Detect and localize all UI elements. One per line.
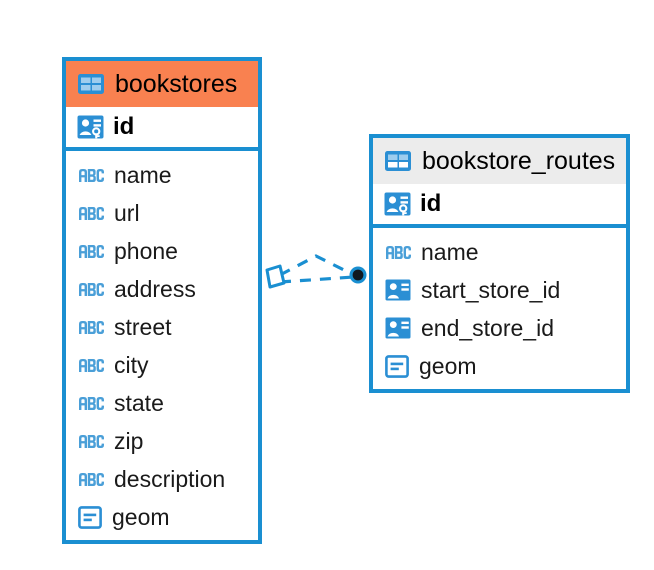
field-label: geom bbox=[419, 352, 477, 379]
abc-text-icon bbox=[78, 244, 104, 259]
field-row-geom[interactable]: geom bbox=[373, 347, 626, 385]
field-label: end_store_id bbox=[421, 314, 554, 341]
field-row-primary-key[interactable]: id bbox=[66, 107, 258, 151]
field-label: description bbox=[114, 465, 226, 492]
field-label: phone bbox=[114, 237, 178, 264]
foreign-key-icon bbox=[385, 317, 411, 339]
entity-bookstore-routes[interactable]: bookstore_routes id bbox=[369, 134, 630, 393]
entity-header-bookstore-routes[interactable]: bookstore_routes bbox=[373, 138, 626, 184]
field-label: state bbox=[114, 389, 164, 416]
foreign-key-icon bbox=[385, 279, 411, 301]
field-row-url[interactable]: url bbox=[66, 194, 258, 232]
field-row-street[interactable]: street bbox=[66, 308, 258, 346]
primary-key-icon bbox=[384, 191, 411, 217]
field-label: geom bbox=[112, 503, 170, 530]
field-list: name start_store_id bbox=[373, 228, 626, 389]
field-row-description[interactable]: description bbox=[66, 460, 258, 498]
entity-title: bookstore_routes bbox=[422, 146, 616, 175]
primary-key-icon bbox=[77, 114, 104, 140]
abc-text-icon bbox=[78, 472, 104, 487]
field-row-zip[interactable]: zip bbox=[66, 422, 258, 460]
abc-text-icon bbox=[78, 320, 104, 335]
field-label: city bbox=[114, 351, 149, 378]
field-row-city[interactable]: city bbox=[66, 346, 258, 384]
abc-text-icon bbox=[78, 282, 104, 297]
field-list: name url bbox=[66, 151, 258, 540]
geometry-icon bbox=[78, 505, 102, 529]
field-label: zip bbox=[114, 427, 144, 454]
field-label: address bbox=[114, 275, 196, 302]
abc-text-icon bbox=[78, 358, 104, 373]
field-row-start-store-id[interactable]: start_store_id bbox=[373, 271, 626, 309]
connector-line-lower bbox=[279, 275, 355, 284]
field-row-geom[interactable]: geom bbox=[66, 498, 258, 536]
abc-text-icon bbox=[78, 396, 104, 411]
entity-header-bookstores[interactable]: bookstores bbox=[66, 61, 258, 107]
entity-bookstores[interactable]: bookstores id bbox=[62, 57, 262, 544]
field-row-name[interactable]: name bbox=[66, 156, 258, 194]
field-label: name bbox=[114, 161, 172, 188]
relationship-connector[interactable] bbox=[258, 248, 373, 306]
field-label: start_store_id bbox=[421, 276, 561, 303]
field-row-phone[interactable]: phone bbox=[66, 232, 258, 270]
field-row-primary-key[interactable]: id bbox=[373, 184, 626, 228]
field-row-name[interactable]: name bbox=[373, 233, 626, 271]
diamond-marker bbox=[265, 264, 286, 289]
abc-text-icon bbox=[78, 434, 104, 449]
table-icon bbox=[77, 73, 105, 95]
filled-circle-marker bbox=[349, 266, 367, 284]
field-label: name bbox=[421, 238, 479, 265]
table-icon bbox=[384, 150, 412, 172]
abc-text-icon bbox=[385, 245, 411, 260]
entity-title: bookstores bbox=[115, 69, 238, 98]
field-label: id bbox=[113, 113, 135, 140]
abc-text-icon bbox=[78, 206, 104, 221]
field-label: url bbox=[114, 199, 140, 226]
connector-line-upper bbox=[279, 254, 355, 277]
field-row-state[interactable]: state bbox=[66, 384, 258, 422]
geometry-icon bbox=[385, 354, 409, 378]
abc-text-icon bbox=[78, 168, 104, 183]
field-row-end-store-id[interactable]: end_store_id bbox=[373, 309, 626, 347]
field-row-address[interactable]: address bbox=[66, 270, 258, 308]
field-label: id bbox=[420, 190, 442, 217]
field-label: street bbox=[114, 313, 172, 340]
